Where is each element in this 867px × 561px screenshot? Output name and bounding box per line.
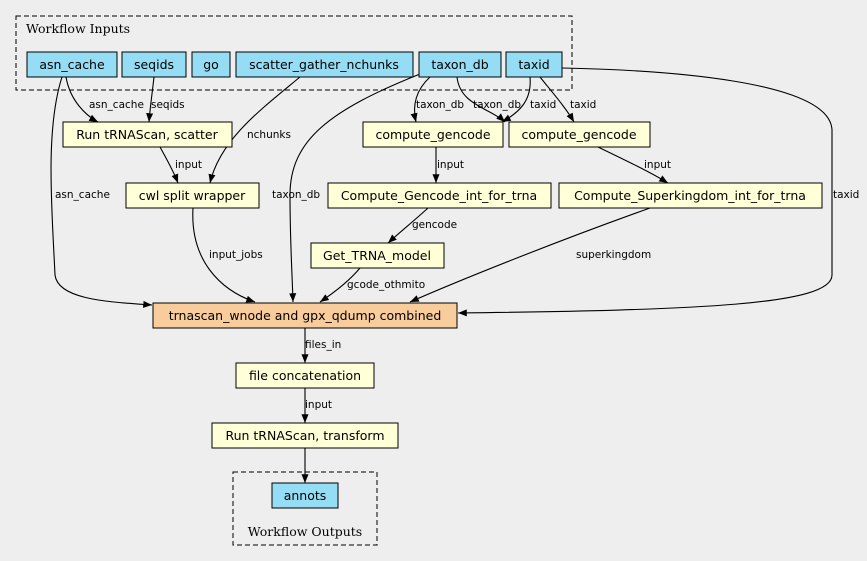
node-taxon-db[interactable]: taxon_db (418, 51, 502, 78)
node-scatter-gather-nchunks[interactable]: scatter_gather_nchunks (235, 51, 414, 78)
edge-label-taxid-main: taxid (833, 189, 859, 201)
svg-text:Compute_Superkingdom_int_for_t: Compute_Superkingdom_int_for_trna (574, 188, 806, 203)
edge-scatter-split (159, 146, 179, 184)
edge-label-gc2-input: input (644, 159, 671, 171)
edge-label-asn-cache: asn_cache (89, 99, 144, 111)
edge-taxon-db-main (289, 73, 421, 303)
svg-text:Run tRNAScan, scatter: Run tRNAScan, scatter (76, 127, 218, 142)
edge-gc2-skint (597, 146, 669, 184)
edge-label-input-jobs: input_jobs (209, 249, 263, 261)
node-taxid[interactable]: taxid (505, 51, 563, 78)
edge-taxid-main (457, 67, 833, 317)
edge-label-taxon-db-1: taxon_db (416, 99, 464, 111)
edge-label-asn-cache-main: asn_cache (55, 189, 110, 201)
edge-label-seqids: seqids (151, 99, 185, 111)
svg-text:taxid: taxid (518, 57, 549, 72)
svg-text:compute_gencode: compute_gencode (521, 127, 636, 142)
edge-label-taxid-1: taxid (530, 99, 556, 111)
svg-text:taxon_db: taxon_db (431, 57, 488, 72)
edge-taxon-db-gc2 (456, 76, 506, 123)
edge-label-gc1-input: input (437, 159, 464, 171)
svg-text:file concatenation: file concatenation (249, 368, 361, 383)
node-compute-superkingdom-int[interactable]: Compute_Superkingdom_int_for_trna (558, 182, 823, 209)
node-asn-cache[interactable]: asn_cache (26, 51, 118, 78)
svg-text:asn_cache: asn_cache (39, 57, 105, 72)
edge-label-taxon-db-2: taxon_db (473, 99, 521, 111)
svg-text:cwl split wrapper: cwl split wrapper (139, 188, 246, 203)
workflow-inputs-title: Workflow Inputs (26, 21, 130, 36)
edge-label-scatter-input: input (175, 159, 202, 171)
svg-text:annots: annots (284, 488, 327, 503)
node-seqids[interactable]: seqids (121, 51, 187, 78)
edge-nchunks-split (208, 76, 301, 184)
edge-label-nchunks: nchunks (247, 129, 291, 141)
node-cwl-split-wrapper[interactable]: cwl split wrapper (125, 182, 260, 209)
node-run-trnascan-scatter[interactable]: Run tRNAScan, scatter (62, 121, 233, 148)
svg-text:scatter_gather_nchunks: scatter_gather_nchunks (249, 57, 399, 72)
edge-labels: asn_cache seqids nchunks taxon_db taxon_… (55, 99, 859, 411)
edge-label-gcode-othmito: gcode_othmito (347, 279, 425, 291)
edge-label-files-in: files_in (305, 339, 341, 351)
svg-text:trnascan_wnode and gpx_qdump c: trnascan_wnode and gpx_qdump combined (169, 308, 442, 323)
edge-taxid-gc1 (501, 76, 531, 123)
workflow-outputs-title: Workflow Outputs (248, 524, 362, 539)
edge-asn-cache-main (50, 76, 153, 308)
node-compute-gencode-int[interactable]: Compute_Gencode_int_for_trna (327, 182, 552, 209)
edges (50, 67, 833, 483)
node-annots[interactable]: annots (271, 482, 339, 509)
workflow-inputs-cluster: Workflow Inputs (15, 15, 573, 91)
edge-skint-main (409, 207, 651, 303)
edge-label-superkingdom: superkingdom (576, 249, 651, 261)
edge-label-concat-input: input (305, 399, 332, 411)
edge-gcint-model (387, 207, 429, 244)
node-compute-gencode-1[interactable]: compute_gencode (362, 121, 504, 148)
svg-text:compute_gencode: compute_gencode (375, 127, 490, 142)
edge-label-gencode: gencode (412, 219, 457, 231)
edge-taxon-db-gc1 (410, 76, 431, 123)
svg-text:Compute_Gencode_int_for_trna: Compute_Gencode_int_for_trna (341, 188, 537, 203)
edge-asn-cache-scatter (65, 76, 99, 123)
svg-text:seqids: seqids (134, 57, 174, 72)
svg-text:Run tRNAScan, transform: Run tRNAScan, transform (225, 428, 384, 443)
svg-text:Get_TRNA_model: Get_TRNA_model (323, 248, 431, 263)
edge-seqids-scatter (146, 76, 155, 123)
node-compute-gencode-2[interactable]: compute_gencode (508, 121, 651, 148)
edge-label-taxid-2: taxid (570, 99, 596, 111)
edge-taxid-gc2 (539, 76, 575, 123)
edge-split-main (192, 207, 256, 303)
node-get-trna-model[interactable]: Get_TRNA_model (310, 242, 445, 269)
svg-text:go: go (203, 57, 219, 72)
node-file-concatenation[interactable]: file concatenation (235, 362, 375, 389)
node-trnascan-combined[interactable]: trnascan_wnode and gpx_qdump combined (152, 302, 458, 329)
node-run-trnascan-transform[interactable]: Run tRNAScan, transform (211, 422, 399, 449)
node-go[interactable]: go (191, 51, 231, 78)
edge-model-main (319, 267, 361, 303)
edge-label-taxon-db-main: taxon_db (272, 189, 320, 201)
